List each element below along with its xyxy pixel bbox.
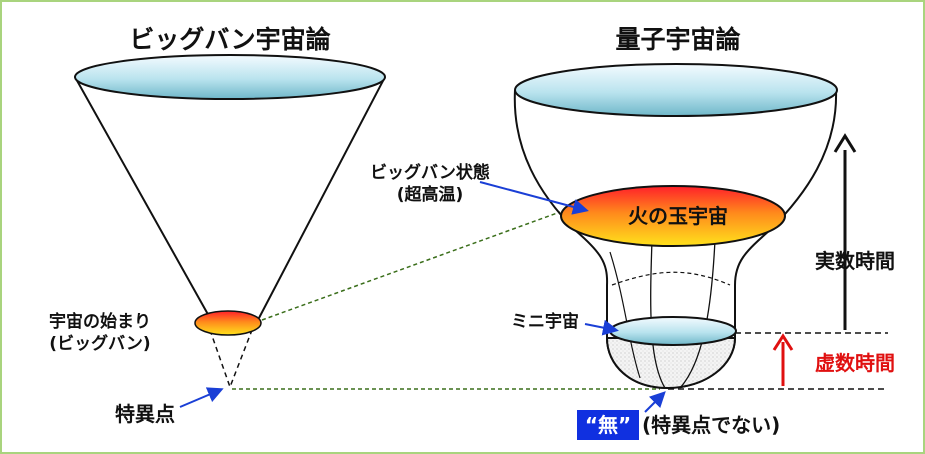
- label-real-time: 実数時間: [815, 249, 895, 273]
- label-universe-origin: 宇宙の始まり: [49, 311, 151, 332]
- universe-origin-fireball: [194, 310, 262, 336]
- title-left: ビッグバン宇宙論: [129, 25, 331, 54]
- label-imaginary-time: 虚数時間: [815, 351, 895, 375]
- label-super-hot: (超高温): [397, 184, 464, 205]
- real-time-arrow: [833, 133, 857, 330]
- bigbang-state-pointer-arrow: [479, 181, 589, 215]
- label-singularity: 特異点: [115, 402, 175, 426]
- label-bigbang-state: ビッグバン状態: [370, 162, 490, 183]
- fireball-universe: [560, 185, 786, 247]
- label-fireball-universe: 火の玉宇宙: [628, 204, 728, 228]
- title-right: 量子宇宙論: [615, 25, 741, 54]
- cone-dashed-tip: [209, 329, 253, 390]
- label-nothing: “無”: [585, 413, 631, 437]
- dashed-link-fireball: [261, 211, 561, 321]
- bigbang-cone: [74, 54, 386, 319]
- label-bigbang-paren: (ビッグバン): [49, 333, 150, 354]
- nothing-box: [577, 410, 639, 440]
- label-mini-universe: ミニ宇宙: [511, 311, 579, 332]
- mini-universe-ellipse: [609, 316, 737, 346]
- mini-universe-pointer-arrow: [584, 319, 619, 336]
- nothing-pointer-arrow: [644, 391, 666, 413]
- imaginary-time-arrow: [772, 333, 794, 386]
- singularity-pointer-arrow: [179, 387, 224, 408]
- label-not-singularity: (特異点でない): [642, 413, 780, 437]
